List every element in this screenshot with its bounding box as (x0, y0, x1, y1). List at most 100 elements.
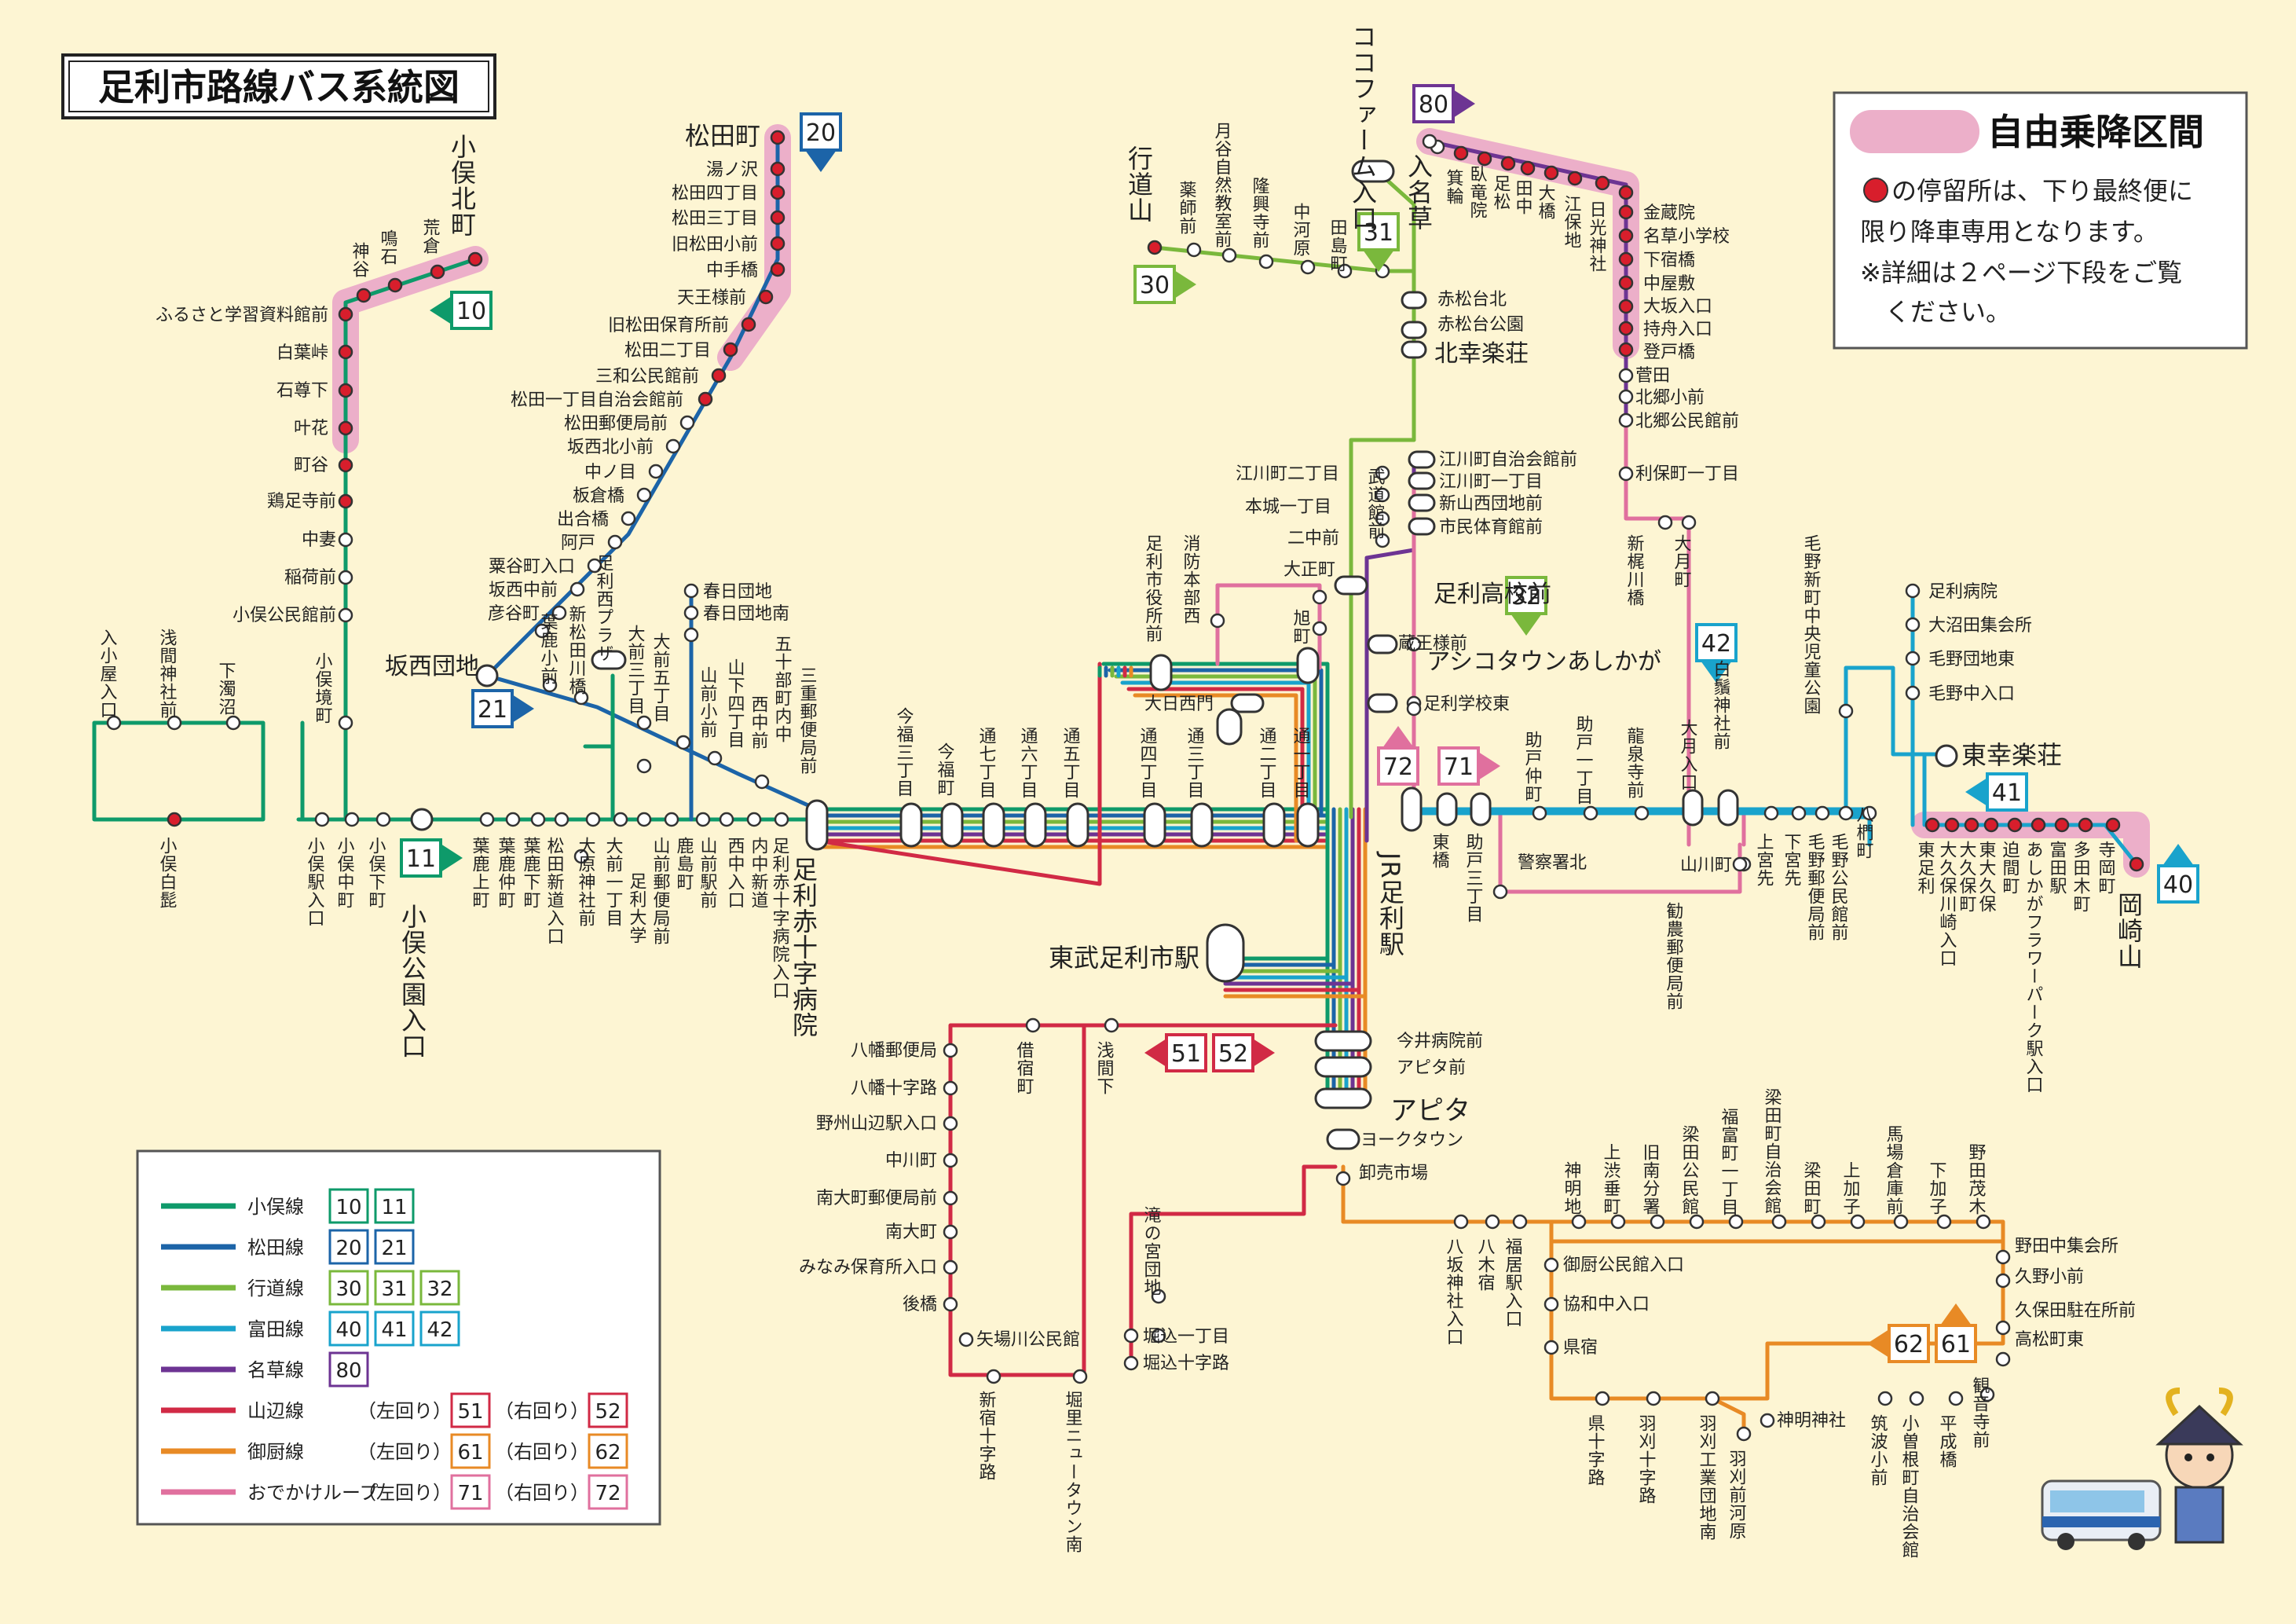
bus-stop (943, 1080, 958, 1096)
alight-only-stop (2007, 817, 2023, 833)
alight-only-stop (1964, 817, 1979, 833)
legend-badge (588, 1392, 628, 1428)
stop-label: 大久保町 (1957, 841, 1977, 913)
bus-stop (719, 812, 734, 827)
stop-label: 白鬚神社前 (1711, 660, 1731, 750)
bus-stop (1618, 412, 1634, 428)
major-stop-label: 岡崎山 (2114, 892, 2144, 970)
stop-label: 赤松台公園 (1437, 315, 1524, 335)
legend-badge (328, 1188, 369, 1224)
bus-stop (986, 1369, 1002, 1384)
stop-label: 中ノ目 (584, 463, 636, 482)
stop-label: 大橋 (1536, 184, 1556, 220)
stop-label: 大原神社前 (576, 837, 596, 927)
bus-stop (1300, 259, 1316, 275)
bus-stop (1905, 617, 1921, 632)
stop-label: 県十字路 (1585, 1414, 1606, 1487)
free-zone-band (332, 246, 489, 453)
legend-route-number: 40 (335, 1318, 361, 1342)
route-badge (450, 291, 493, 330)
major-stop-label: JR足利駅 (1375, 851, 1405, 957)
stop-label: 松田新道入口 (544, 837, 565, 945)
bus-stop (1905, 583, 1921, 599)
legend-badge (588, 1474, 628, 1510)
stop-label: 下宮先 (1782, 833, 1801, 887)
bus-stop (1375, 465, 1390, 481)
bus-stop (1728, 1214, 1744, 1230)
stop-label: 江保地 (1562, 195, 1582, 249)
bus-stop (1948, 1391, 1964, 1406)
bus-stop (1025, 1017, 1041, 1033)
stop-label: 江川町自治会館前 (1439, 450, 1577, 470)
legend-route-number: 21 (381, 1237, 407, 1260)
stop-label: 持舟入口 (1643, 320, 1712, 339)
stop-label: 足利西プラザ (594, 554, 614, 662)
stop-label: 松田四丁目 (672, 184, 758, 203)
bus-stop (636, 758, 652, 774)
bus-stop (1375, 533, 1390, 548)
route-badge (471, 689, 514, 728)
legend-route-number: 30 (335, 1278, 361, 1301)
alight-only-stop (770, 130, 785, 145)
bus-stop (338, 715, 353, 731)
info-box: 自由乗降区間 の停留所は、下り最終便に 限り降車専用となります。 ※詳細は２ペー… (1833, 91, 2248, 350)
route-number: 71 (1444, 753, 1474, 781)
bus-stop (1104, 1017, 1119, 1033)
stop-label: 小曽根町自治会館 (1899, 1414, 1920, 1559)
bus-stop (479, 812, 495, 827)
terminal-stop (1367, 634, 1398, 654)
stop-label: 通二丁目 (1257, 727, 1277, 799)
alight-only-stop (1944, 817, 1960, 833)
stop-label: 浅間神社前 (157, 629, 178, 719)
alight-only-stop (356, 288, 372, 303)
stop-label: 大久保川崎入口 (1937, 841, 1957, 967)
legend-route-number: 10 (335, 1196, 361, 1219)
stop-label: 石尊下 (276, 381, 328, 401)
route-badge (1695, 623, 1738, 662)
stop-label: 小俣白髭 (157, 837, 178, 909)
stop-label: 助戸三丁目 (1463, 833, 1484, 923)
bus-stop (1210, 613, 1225, 629)
zone-swatch (1850, 110, 1979, 153)
route-line (1133, 693, 1298, 843)
stop-label: 彦谷町 (488, 604, 540, 624)
direction-arrow (1511, 614, 1542, 636)
stop-label: 赤松台北 (1437, 290, 1507, 310)
stop-label: 内中新道 (749, 837, 769, 909)
bus-stop (542, 677, 558, 693)
direction-arrow (512, 695, 534, 723)
bus-stop (774, 812, 789, 827)
stop-label: 松田三丁目 (672, 209, 758, 229)
bus-stop (1453, 1214, 1469, 1230)
bus-stop (573, 849, 589, 864)
major-stop-label: アシコタウンあしかが (1426, 648, 1661, 676)
route-number: 30 (1140, 272, 1170, 299)
stop-label: 大沼田集会所 (1928, 616, 2032, 636)
bus-stop (1763, 805, 1779, 821)
alight-only-stop (1924, 817, 1940, 833)
stop-label: 旧南分署 (1640, 1143, 1661, 1215)
legend-route-number: 52 (595, 1400, 621, 1424)
stop-label: 神谷 (350, 242, 370, 278)
bus-stop (1595, 1391, 1610, 1406)
route-line (1108, 668, 1324, 818)
bus-stop (636, 715, 652, 731)
terminal-stop (1143, 802, 1166, 848)
terminal-stop (1206, 923, 1245, 983)
bus-stop (1406, 701, 1422, 717)
route-line (1101, 662, 1330, 812)
stop-label: 市民体育館前 (1439, 518, 1543, 537)
route-badge (1357, 212, 1400, 251)
stop-label: 蔵王様前 (1398, 634, 1467, 654)
route-line (815, 662, 1102, 886)
terminal-stop (940, 802, 964, 848)
bus-stop (1485, 1214, 1500, 1230)
stop-label: 金蔵院 (1643, 203, 1695, 223)
bus-stop (1760, 1413, 1775, 1428)
terminal-stop (1682, 789, 1704, 827)
legend-name: 富田線 (247, 1318, 304, 1340)
alight-only-stop (387, 277, 403, 293)
major-stop-label: 足利高校前 (1434, 581, 1551, 608)
stop-label: 今福三丁目 (894, 707, 914, 797)
stop-label: 松田二丁目 (624, 341, 711, 361)
